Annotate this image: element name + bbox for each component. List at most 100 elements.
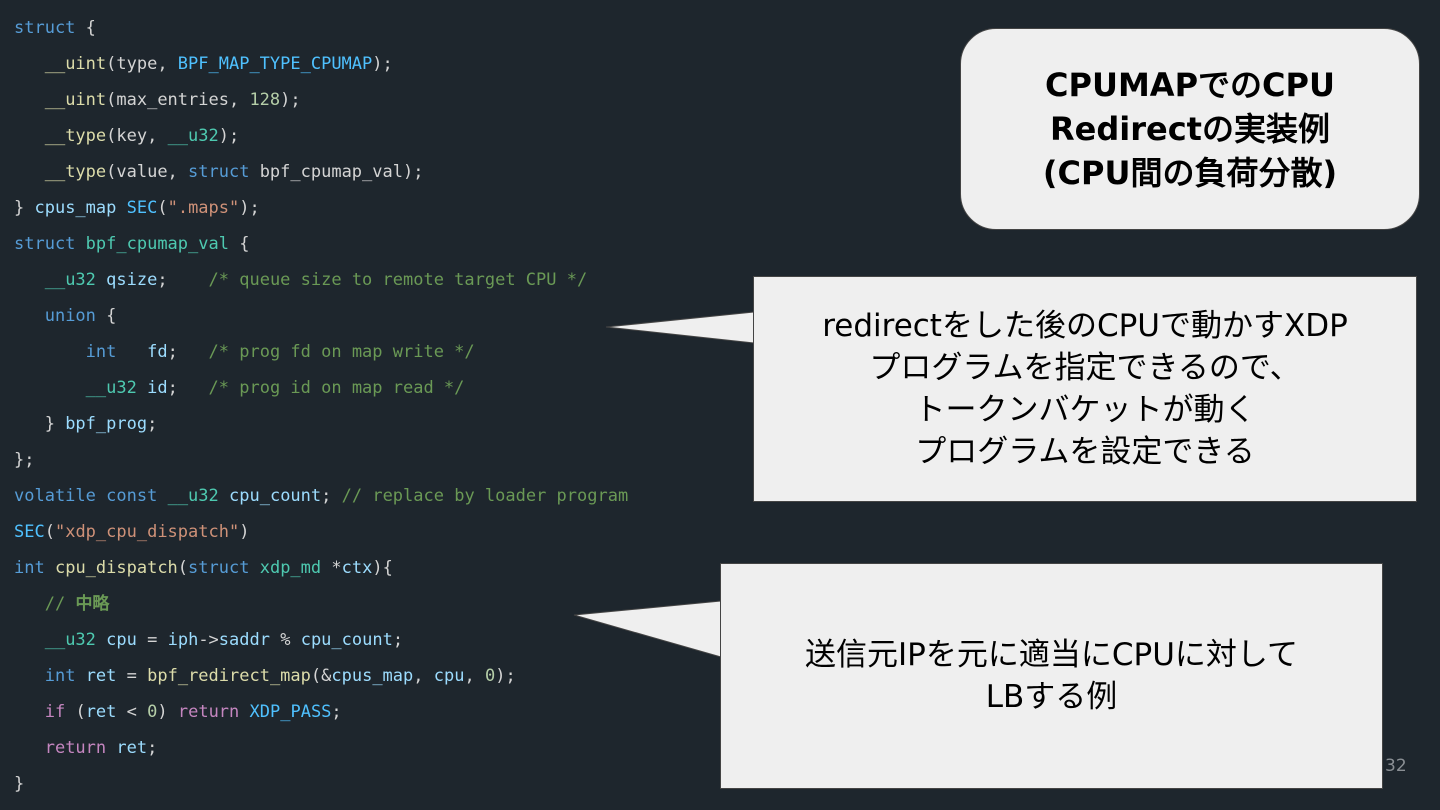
code-token: (: [44, 522, 55, 542]
code-line: int cpu_dispatch(struct xdp_md *ctx){: [14, 550, 628, 586]
code-token: );: [239, 198, 260, 218]
code-line: int fd; /* prog fd on map write */: [14, 334, 628, 370]
code-token: (value,: [106, 162, 189, 182]
code-token: <: [116, 702, 148, 722]
code-token: __u32: [167, 486, 219, 506]
code-line: __u32 cpu = iph->saddr % cpu_count;: [14, 622, 628, 658]
code-token: __uint: [44, 54, 107, 74]
code-token: =: [116, 666, 148, 686]
code-line: __u32 qsize; /* queue size to remote tar…: [14, 262, 628, 298]
code-token: const: [106, 486, 158, 506]
code-line: int ret = bpf_redirect_map(&cpus_map, cp…: [14, 658, 628, 694]
code-token: iph: [167, 630, 199, 650]
code-token: {: [95, 306, 117, 326]
code-line: SEC("xdp_cpu_dispatch"): [14, 514, 628, 550]
code-token: (&: [310, 666, 332, 686]
code-token: cpu: [433, 666, 465, 686]
code-token: ;: [331, 702, 342, 722]
code-token: struct: [14, 18, 76, 38]
code-token: 0: [147, 702, 158, 722]
code-token: qsize: [106, 270, 158, 290]
code-token: /* prog fd on map write */: [208, 342, 475, 362]
code-token: (: [157, 198, 168, 218]
code-token: (: [177, 558, 189, 578]
code-token: struct: [188, 162, 250, 182]
code-token: int: [85, 342, 117, 362]
callout-token-bucket-text: redirectをした後のCPUで動かすXDP プログラムを指定できるので、 ト…: [822, 308, 1348, 470]
code-token: XDP_PASS: [249, 702, 332, 722]
code-token: bpf_cpumap_val: [85, 234, 229, 254]
page-number: 32: [1385, 756, 1407, 776]
code-token: int: [14, 558, 45, 578]
code-token: cpus_map: [331, 666, 414, 686]
code-token: BPF_MAP_TYPE_CPUMAP: [177, 54, 373, 74]
code-token: ;: [321, 486, 342, 506]
code-token: cpu_count: [229, 486, 322, 506]
code-line: return ret;: [14, 730, 628, 766]
code-token: // replace by loader program: [341, 486, 629, 506]
code-token: 0: [484, 666, 496, 686]
code-token: return: [177, 702, 240, 722]
code-token: struct: [188, 558, 250, 578]
code-token: __u32: [85, 378, 137, 398]
code-line: __type(value, struct bpf_cpumap_val);: [14, 154, 628, 190]
code-token: %: [269, 630, 301, 650]
code-token: bpf_cpumap_val);: [249, 162, 424, 182]
code-line: };: [14, 442, 628, 478]
code-token: cpu_count: [300, 630, 393, 650]
code-token: ctx: [341, 558, 373, 578]
code-token: bpf_redirect_map: [147, 666, 311, 686]
code-token: }: [14, 198, 35, 218]
code-token: ,: [464, 666, 485, 686]
slide-title-box: CPUMAPでのCPU Redirectの実装例 (CPU間の負荷分散): [960, 28, 1420, 230]
code-token: SEC: [14, 522, 45, 542]
code-token: );: [495, 666, 516, 686]
code-token: ;: [167, 342, 209, 362]
code-token: ret: [85, 666, 117, 686]
code-token: ): [239, 522, 250, 542]
code-token: };: [14, 450, 35, 470]
slide-title: CPUMAPでのCPU Redirectの実装例 (CPU間の負荷分散): [1042, 66, 1338, 192]
code-token: fd: [147, 342, 168, 362]
code-token: __type: [44, 126, 107, 146]
code-token: "xdp_cpu_dispatch": [54, 522, 240, 542]
code-token: );: [280, 90, 301, 110]
code-token: ;: [147, 738, 158, 758]
code-token: union: [44, 306, 96, 326]
code-token: __type: [44, 162, 107, 182]
code-line: union {: [14, 298, 628, 334]
code-token: ;: [167, 378, 209, 398]
code-line: }: [14, 766, 628, 802]
code-token: __u32: [44, 270, 96, 290]
code-token: ret: [85, 702, 117, 722]
code-token: //: [44, 594, 76, 614]
code-token: ret: [116, 738, 148, 758]
code-token: SEC: [126, 198, 158, 218]
code-block: struct { __uint(type, BPF_MAP_TYPE_CPUMA…: [14, 10, 628, 802]
code-token: ;: [147, 414, 158, 434]
code-line: __u32 id; /* prog id on map read */: [14, 370, 628, 406]
code-token: volatile: [14, 486, 96, 506]
code-token: ,: [413, 666, 434, 686]
code-token: =: [136, 630, 168, 650]
code-token: /* prog id on map read */: [208, 378, 465, 398]
code-token: {: [228, 234, 250, 254]
callout-tail-prog: [605, 311, 755, 344]
code-line: struct bpf_cpumap_val {: [14, 226, 628, 262]
code-token: saddr: [218, 630, 270, 650]
code-token: return: [44, 738, 107, 758]
code-token: ;: [157, 270, 209, 290]
code-token: ): [157, 702, 178, 722]
code-token: struct: [14, 234, 76, 254]
code-token: (type,: [106, 54, 178, 74]
code-token: ;: [392, 630, 404, 650]
code-token: cpus_map: [34, 198, 117, 218]
code-line: // 中略: [14, 586, 628, 622]
code-token: ".maps": [167, 198, 240, 218]
callout-load-balance: 送信元IPを元に適当にCPUに対して LBする例: [720, 563, 1383, 789]
code-token: (key,: [106, 126, 168, 146]
code-token: );: [218, 126, 240, 146]
code-line: __uint(max_entries, 128);: [14, 82, 628, 118]
callout-tail-lb: [573, 600, 722, 658]
